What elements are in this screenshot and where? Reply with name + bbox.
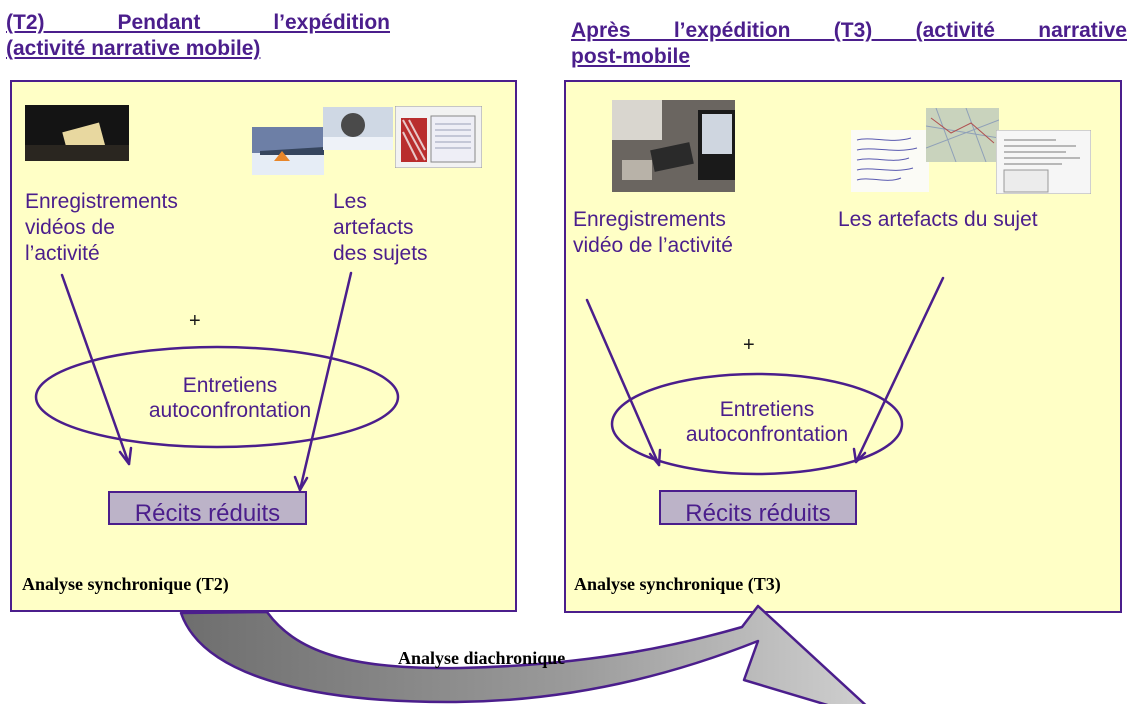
artefacts-label-t2-line2: artefacts [333,216,414,239]
artefacts-label-t3-line1: Les artefacts du sujet [838,208,1038,231]
artefacts-label-t2: Les artefacts des sujets [333,189,428,267]
recits-reduits-box-t2: Récits réduits [108,491,307,527]
desk-laptop-photo [612,100,735,192]
interviews-ellipse-t2 [34,345,400,449]
video-label-t3-line2: vidéo de l’activité [573,234,733,257]
interviews-label-t2: Entretiens autoconfrontation [105,373,355,423]
video-still-photo [25,105,129,161]
video-label-t2-line3: l’activité [25,242,100,265]
interviews-label-t3-line2: autoconfrontation [685,423,849,446]
typed-notes-photo [996,130,1091,194]
winter-camp-photo-2 [323,107,393,150]
arrow-artefacts-to-recits-t3 [852,276,945,464]
analysis-synchronic-t3-label: Analyse synchronique (T3) [574,574,781,594]
artefacts-label-t2-line1: Les [333,190,367,213]
title-t3: Après l’expédition (T3) (activité narrat… [571,18,1127,70]
interviews-ellipse-t3 [610,372,904,476]
artefacts-label-t3: Les artefacts du sujet [838,207,1038,233]
video-recordings-label-t2: Enregistrements vidéos de l’activité [25,189,178,267]
plus-sign-t3: + [743,334,755,356]
winter-camp-photo [252,127,324,175]
arrow-artefacts-to-recits-t2 [293,271,353,492]
diachronic-arrow-body [179,604,867,704]
analysis-synchronic-t2-label: Analyse synchronique (T2) [22,574,229,594]
video-recordings-label-t3: Enregistrements vidéo de l’activité [573,207,733,259]
title-t3-line2: post-mobile [571,45,690,68]
handwritten-notes-photo [851,130,929,192]
title-t2-line2: (activité narrative mobile) [6,37,261,60]
plus-sign-t2: + [189,310,201,332]
title-t2-line1: (T2) Pendant l’expédition [6,11,390,34]
video-label-t2-line2: vidéos de [25,216,115,239]
video-label-t2-line1: Enregistrements [25,190,178,213]
video-label-t3-line1: Enregistrements [573,208,726,231]
interviews-label-t2-line2: autoconfrontation [148,399,312,422]
arrow-video-to-recits-t3 [585,298,662,467]
interviews-label-t2-line1: Entretiens [182,374,278,397]
artefacts-label-t2-line3: des sujets [333,242,428,265]
title-t3-line1: Après l’expédition (T3) (activité narrat… [571,19,1127,42]
title-t2: (T2) Pendant l’expédition (activité narr… [6,10,390,62]
arrow-video-to-recits-t2 [60,273,133,466]
interviews-label-t3: Entretiens autoconfrontation [642,397,892,447]
maps-and-notes-photo [926,108,999,162]
interviews-label-t3-line1: Entretiens [719,398,815,421]
recits-reduits-box-t3: Récits réduits [659,490,857,527]
notebook-photo [395,106,482,168]
diachronic-analysis-label: Analyse diachronique [398,648,566,668]
